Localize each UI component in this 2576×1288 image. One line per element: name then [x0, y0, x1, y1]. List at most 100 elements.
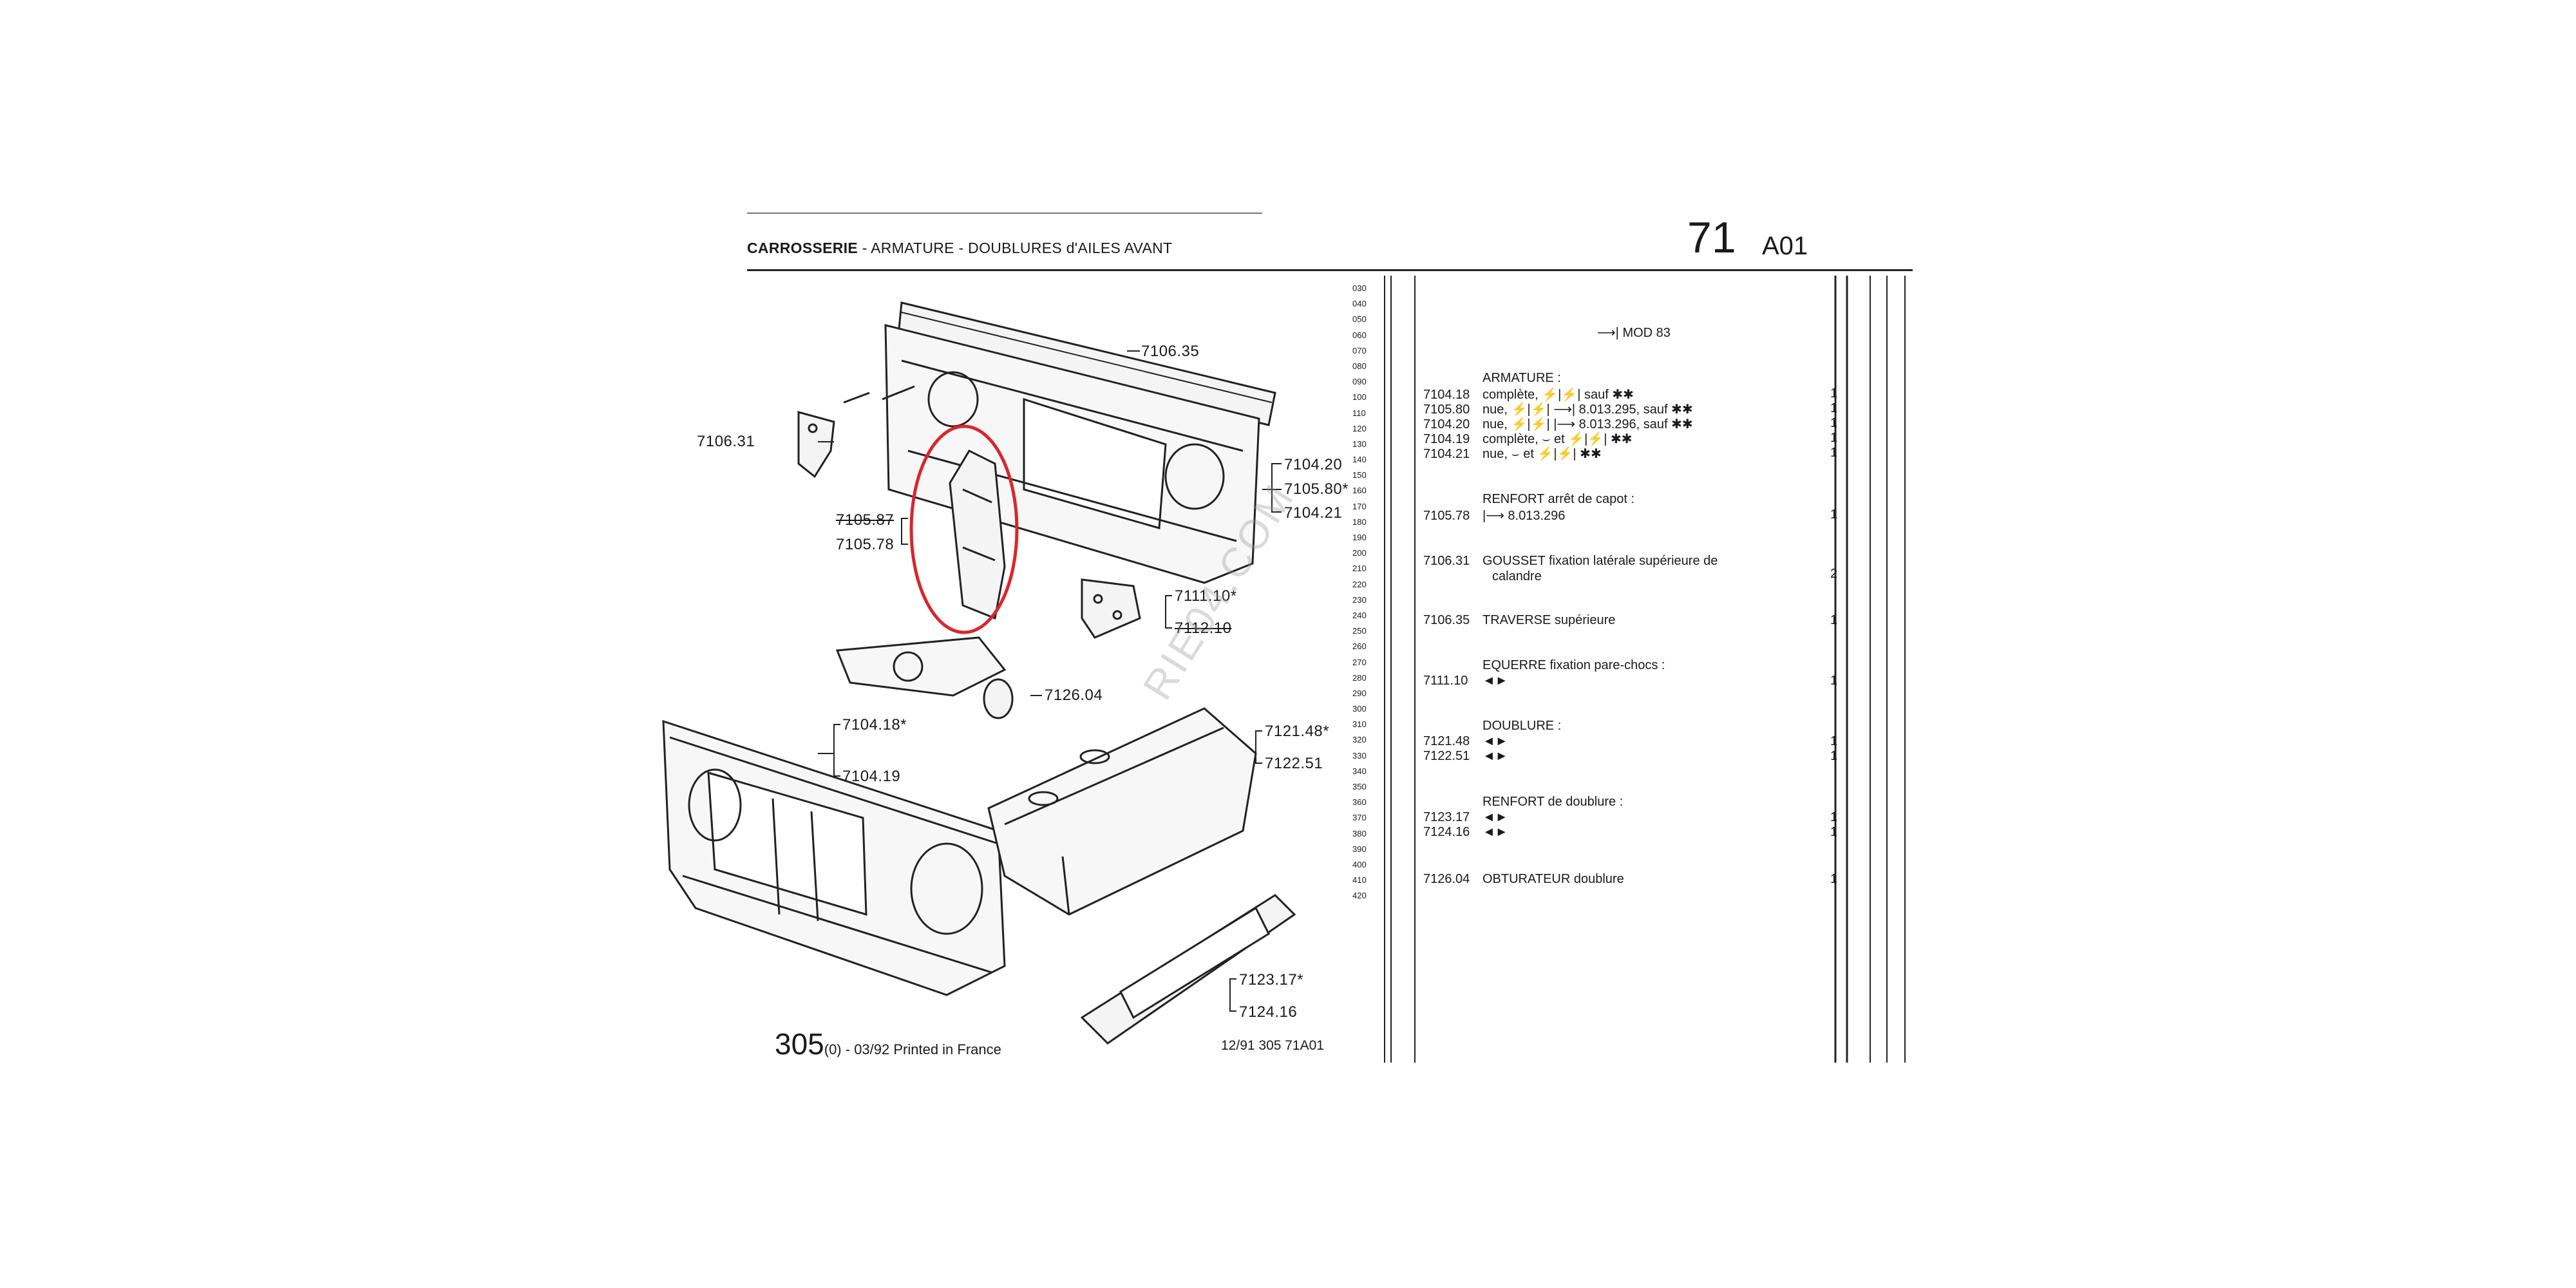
- label-7105-78: 7105.78: [836, 536, 895, 553]
- label-7111-10: 7111.10*: [1175, 587, 1237, 605]
- scale-tick: 200: [1352, 548, 1367, 558]
- qty: 1: [1830, 810, 1838, 824]
- bumper-bracket-drawing: [1081, 578, 1141, 639]
- part-ref: 7123.17: [1423, 810, 1470, 824]
- scale-tick: 370: [1352, 813, 1367, 823]
- scale-tick: 260: [1352, 641, 1367, 652]
- qty: 1: [1830, 416, 1838, 430]
- list-item: 7105.80 nue, ⚡|⚡| ⟶| 8.013.295, sauf ✱✱: [1423, 401, 1693, 417]
- plug-drawing: [983, 678, 1014, 719]
- scale-tick: 340: [1352, 766, 1367, 776]
- qty: 1: [1830, 386, 1838, 401]
- page-number: 71: [1687, 213, 1736, 262]
- scale-tick: 130: [1352, 439, 1367, 449]
- footer-left: 305(0) - 03/92 Printed in France: [775, 1027, 1001, 1061]
- part-ref: 7121.48: [1423, 734, 1470, 748]
- footer-print-info: (0) - 03/92 Printed in France: [824, 1041, 1001, 1057]
- scale-tick: 190: [1352, 533, 1367, 542]
- scale-tick: 400: [1352, 859, 1367, 869]
- qty: 1: [1830, 613, 1838, 627]
- label-7106-31: 7106.31: [697, 433, 755, 450]
- scale-tick: 080: [1352, 361, 1367, 371]
- scale-tick: 410: [1352, 875, 1367, 886]
- scale-tick: 350: [1352, 782, 1367, 791]
- footer-right: 12/91 305 71A01: [1221, 1038, 1324, 1053]
- scale-tick: 160: [1352, 486, 1367, 496]
- label-7126-04: 7126.04: [1045, 687, 1103, 704]
- page-title: CARROSSERIE - ARMATURE - DOUBLURES d'AIL…: [747, 240, 1172, 257]
- hood-stop-reinforcement-drawing: [949, 450, 1006, 620]
- list-item: 7122.51◄►: [1423, 749, 1508, 764]
- qty: 1: [1830, 446, 1838, 460]
- scale-tick: 170: [1352, 501, 1367, 511]
- scale-tick: 300: [1352, 704, 1367, 714]
- scale-tick: 210: [1352, 564, 1367, 574]
- scale-tick: 140: [1352, 455, 1367, 465]
- part-ref: 7105.80: [1423, 402, 1470, 417]
- qty: 1: [1830, 872, 1838, 886]
- scale-tick: 360: [1352, 797, 1367, 808]
- title-bold: CARROSSERIE: [747, 240, 858, 256]
- label-7124-16: 7124.16: [1239, 1003, 1298, 1021]
- qty: 1: [1830, 749, 1838, 763]
- qty: 1: [1830, 734, 1838, 748]
- scale-tick: 220: [1352, 579, 1367, 589]
- part-ref: 7104.20: [1423, 417, 1470, 431]
- qty: 1: [1830, 431, 1838, 445]
- list-item: 7123.17◄►: [1423, 810, 1508, 825]
- scale-tick: 110: [1352, 408, 1366, 418]
- header-rule: [747, 269, 1913, 271]
- footer-model: 305: [775, 1027, 824, 1061]
- scale-tick: 100: [1352, 392, 1367, 402]
- part-desc: complète, ⚡|⚡| sauf ✱✱: [1482, 388, 1634, 402]
- part-ref: 7124.16: [1423, 825, 1470, 839]
- qty: 2: [1830, 567, 1838, 581]
- scale-tick: 120: [1352, 423, 1367, 433]
- part-ref: 7104.21: [1423, 447, 1470, 461]
- title-rest: - ARMATURE - DOUBLURES d'AILES AVANT: [858, 240, 1173, 256]
- label-7112-10: 7112.10: [1175, 620, 1232, 637]
- scale-tick: 310: [1352, 719, 1367, 730]
- scale-tick: 240: [1352, 610, 1367, 620]
- label-7104-21: 7104.21: [1284, 504, 1343, 522]
- label-7104-18: 7104.18*: [842, 716, 907, 734]
- liner-drawing: [987, 707, 1257, 916]
- scale-tick: 320: [1352, 735, 1367, 745]
- list-item: 7121.48◄►: [1423, 734, 1508, 749]
- label-7121-48: 7121.48*: [1265, 723, 1330, 740]
- scale-tick: 330: [1352, 750, 1367, 761]
- liner-reinforcement-drawing: [1080, 894, 1296, 1045]
- part-ref: 7104.19: [1423, 432, 1470, 446]
- scale-tick: 250: [1352, 626, 1367, 636]
- part-ref: 7104.18: [1423, 388, 1470, 402]
- mod-label: ⟶| MOD 83: [1597, 326, 1671, 340]
- part-desc: nue, ⌣ et ⚡|⚡| ✱✱: [1482, 447, 1602, 461]
- armature-heading: ARMATURE :: [1482, 371, 1561, 385]
- part-desc: complète, ⌣ et ⚡|⚡| ✱✱: [1482, 432, 1633, 446]
- scale-tick: 070: [1352, 345, 1367, 355]
- scale-tick: 380: [1352, 828, 1367, 838]
- part-desc: ◄►: [1482, 825, 1508, 839]
- scale-tick: 390: [1352, 844, 1367, 854]
- gusset-drawing: [797, 411, 835, 478]
- list-item: 7104.18 complète, ⚡|⚡| sauf ✱✱: [1423, 386, 1634, 402]
- scale-tick: 180: [1352, 516, 1367, 527]
- scale-tick: 050: [1352, 314, 1367, 325]
- scale-tick: 060: [1352, 330, 1367, 340]
- qty: 1: [1830, 507, 1838, 522]
- label-7104-19: 7104.19: [842, 768, 901, 785]
- renfort-doublure-heading: RENFORT de doublure :: [1482, 795, 1624, 809]
- label-7106-35: 7106.35: [1141, 343, 1200, 360]
- scale-tick: 280: [1352, 672, 1367, 683]
- engine-bracket-drawing: [835, 636, 1007, 697]
- highlight-circle: [909, 424, 1019, 634]
- qty: 1: [1830, 401, 1838, 415]
- part-desc: nue, ⚡|⚡| ⟶| 8.013.295, sauf ✱✱: [1482, 402, 1693, 417]
- scale-tick: 230: [1352, 594, 1367, 605]
- scale-tick: 040: [1352, 299, 1367, 309]
- doublure-heading: DOUBLURE :: [1482, 719, 1562, 733]
